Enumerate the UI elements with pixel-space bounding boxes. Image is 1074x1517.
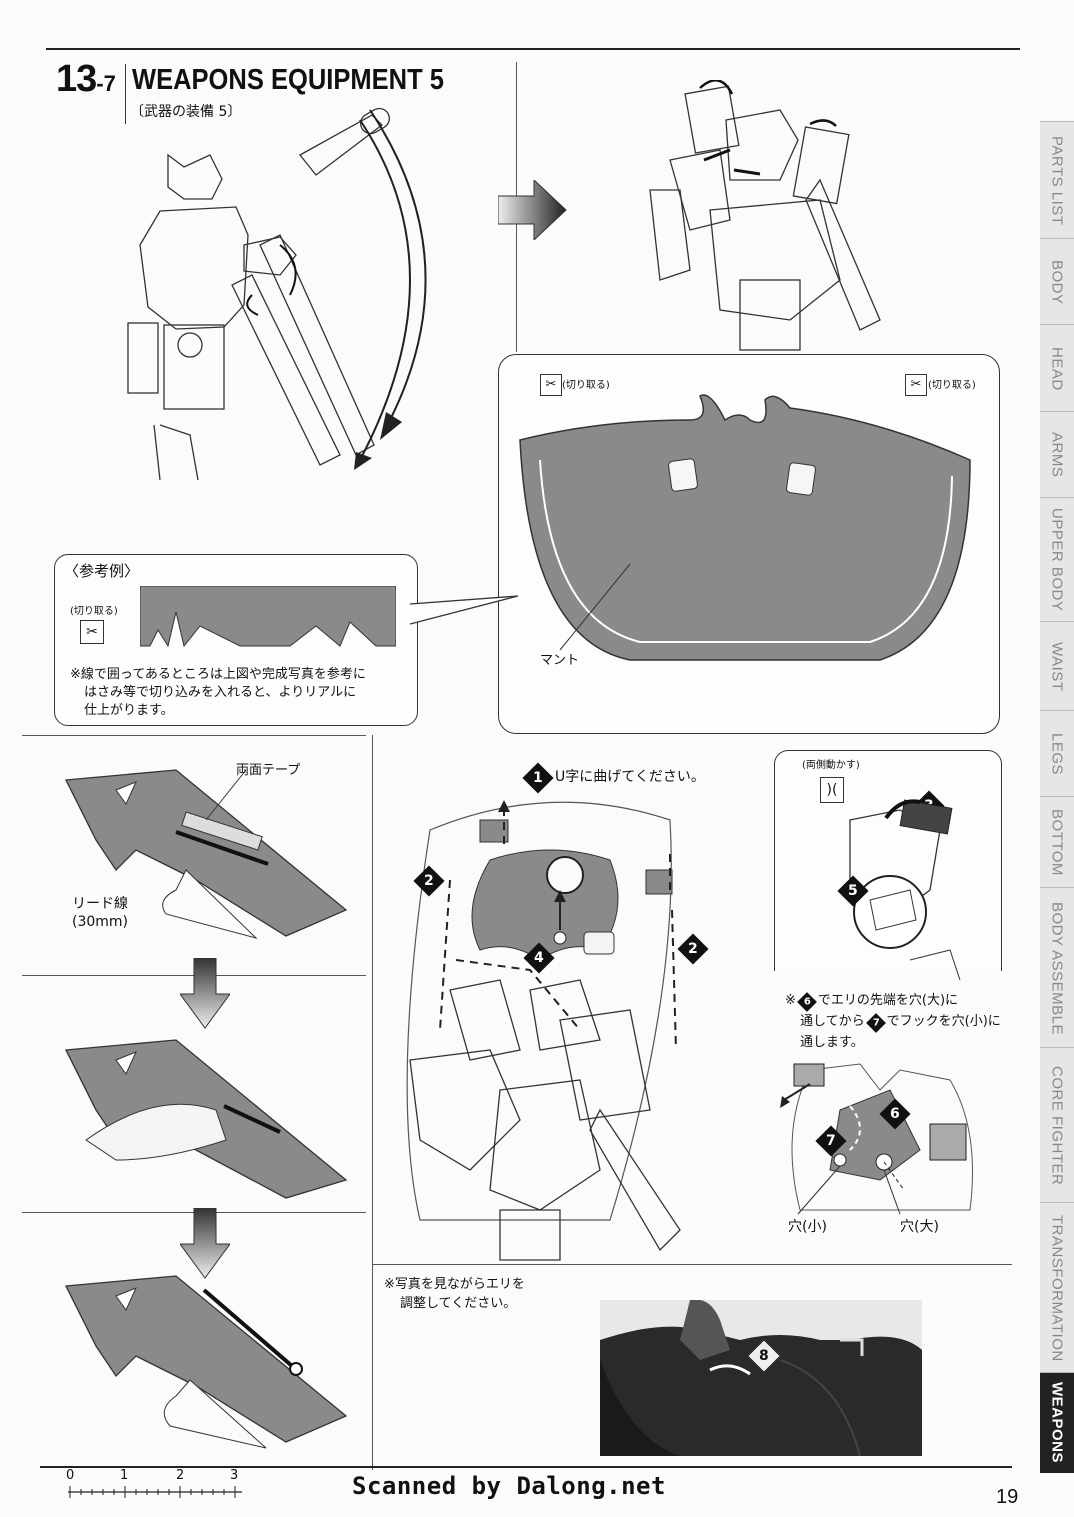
down-arrow-1 — [180, 958, 230, 1029]
mid-rule — [22, 735, 366, 736]
tab-head[interactable]: HEAD — [1040, 324, 1074, 412]
tab-transformation[interactable]: TRANSFORMATION — [1040, 1202, 1074, 1373]
tab-waist[interactable]: WAIST — [1040, 621, 1074, 711]
reference-cut-icon: ✂ — [80, 620, 104, 644]
hook-detail-illustration — [780, 1063, 973, 1215]
reference-cut-sample — [140, 586, 396, 648]
tab-legs[interactable]: LEGS — [1040, 710, 1074, 797]
cut-label-right: (切り取る) — [928, 380, 976, 391]
lead-wire-step-3 — [64, 1275, 348, 1449]
step-major: 13 — [56, 58, 97, 100]
tab-arms[interactable]: ARMS — [1040, 411, 1074, 498]
lead-wire-label-2: (30mm) — [72, 914, 129, 930]
section-subtitle: 〔武器の装備 5〕 — [130, 104, 242, 120]
tab-upper-body[interactable]: UPPER BODY — [1040, 497, 1074, 622]
note-num-6: 6 — [797, 992, 817, 1012]
left-column-divider — [372, 735, 373, 1470]
move-both-icon: )( — [820, 777, 844, 803]
hook-note-3: 通します。 — [800, 1035, 864, 1050]
cut-label-left: (切り取る) — [562, 380, 610, 391]
mantle-label: マント — [540, 653, 580, 668]
reference-cut-label: (切り取る) — [70, 606, 118, 617]
section-title: WEAPONS EQUIPMENT 5 — [132, 64, 444, 96]
tab-core-fighter[interactable]: CORE FIGHTER — [1040, 1047, 1074, 1203]
header-divider — [125, 64, 126, 124]
tape-label: 両面テープ — [236, 763, 301, 778]
step-1-instruction: U字に曲げてください。 — [555, 769, 705, 785]
assembled-photo — [600, 1300, 922, 1456]
bottom-rule — [40, 1466, 1012, 1468]
mantle-shape — [519, 394, 971, 661]
tab-parts-list[interactable]: PARTS LIST — [1040, 121, 1074, 239]
rotation-arrow — [354, 109, 427, 470]
reference-note-3: 仕上がります。 — [84, 703, 174, 718]
robot-equipped-illustration — [649, 80, 881, 351]
ruler-2: 2 — [176, 1468, 185, 1483]
hole-large-label: 穴(大) — [900, 1219, 939, 1235]
next-step-arrow — [498, 180, 567, 240]
photo-panel-rule — [372, 1264, 1012, 1265]
reference-pointer — [410, 595, 519, 625]
tab-weapons[interactable]: WEAPONS — [1040, 1372, 1074, 1473]
lead-wire-step-1 — [64, 769, 348, 939]
top-rule — [46, 48, 1020, 50]
lead-wire-step-2 — [64, 1039, 348, 1199]
hole-small-label: 穴(小) — [788, 1219, 827, 1235]
cape-attach-illustration — [406, 800, 681, 1261]
photo-note-2: 調整してください。 — [400, 1296, 517, 1311]
ruler-3: 3 — [230, 1468, 239, 1483]
scanned-credit: Scanned by Dalong.net — [352, 1472, 666, 1500]
tab-bottom[interactable]: BOTTOM — [1040, 796, 1074, 888]
tab-body[interactable]: BODY — [1040, 238, 1074, 325]
step-header: 13-7 — [56, 58, 116, 101]
robot-arm-illustration — [127, 107, 390, 480]
photo-note-1: ※写真を見ながらエリを — [384, 1277, 525, 1292]
cut-icon-right: ✂ — [905, 374, 927, 396]
reference-note-2: はさみ等で切り込みを入れると、よりリアルに — [84, 685, 357, 700]
note-num-7: 7 — [865, 1013, 886, 1033]
cut-icon-left: ✂ — [540, 374, 562, 396]
reference-note-1: ※線で囲ってあるところは上図や完成写真を参考に — [70, 667, 366, 682]
ruler-1: 1 — [120, 1468, 129, 1483]
both-sides-label: (両側動かす) — [802, 760, 860, 771]
step-num-1: 1 — [522, 762, 554, 794]
scale-ruler: 0 1 2 3 — [62, 1468, 244, 1498]
step-minor: -7 — [96, 71, 116, 96]
collar-detail-illustration — [849, 799, 961, 980]
tab-body-assemble[interactable]: BODY ASSEMBLE — [1040, 887, 1074, 1048]
down-arrow-2 — [180, 1208, 230, 1279]
ruler-0: 0 — [66, 1468, 75, 1483]
lead-wire-label-1: リード線 — [72, 896, 128, 912]
reference-title: 〈参考例〉 — [64, 562, 140, 580]
page-number: 19 — [996, 1486, 1019, 1508]
